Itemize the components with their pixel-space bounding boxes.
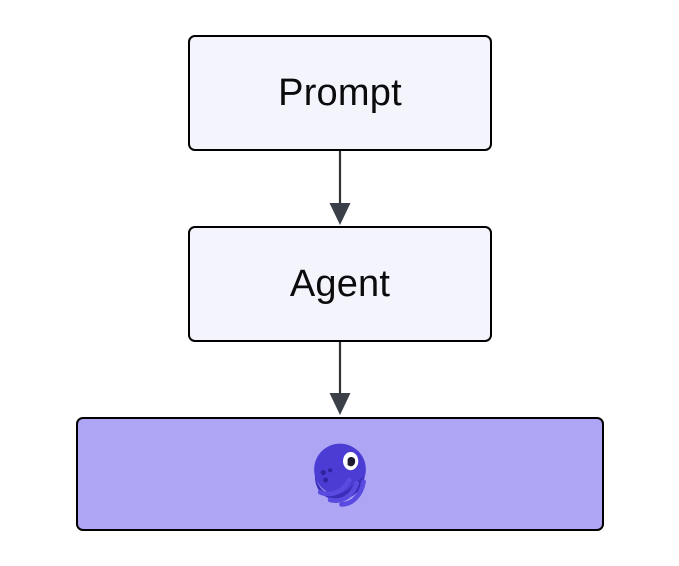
edge-agent-to-mermaid — [329, 342, 351, 415]
flow-node-prompt[interactable]: Prompt — [188, 35, 492, 151]
flow-node-agent-label: Agent — [289, 263, 391, 305]
flow-node-mermaid[interactable] — [76, 417, 604, 531]
flow-node-agent[interactable]: Agent — [188, 226, 492, 342]
edge-prompt-to-agent — [329, 151, 351, 225]
mermaid-logo-icon — [302, 436, 378, 512]
flow-node-prompt-label: Prompt — [278, 72, 402, 114]
